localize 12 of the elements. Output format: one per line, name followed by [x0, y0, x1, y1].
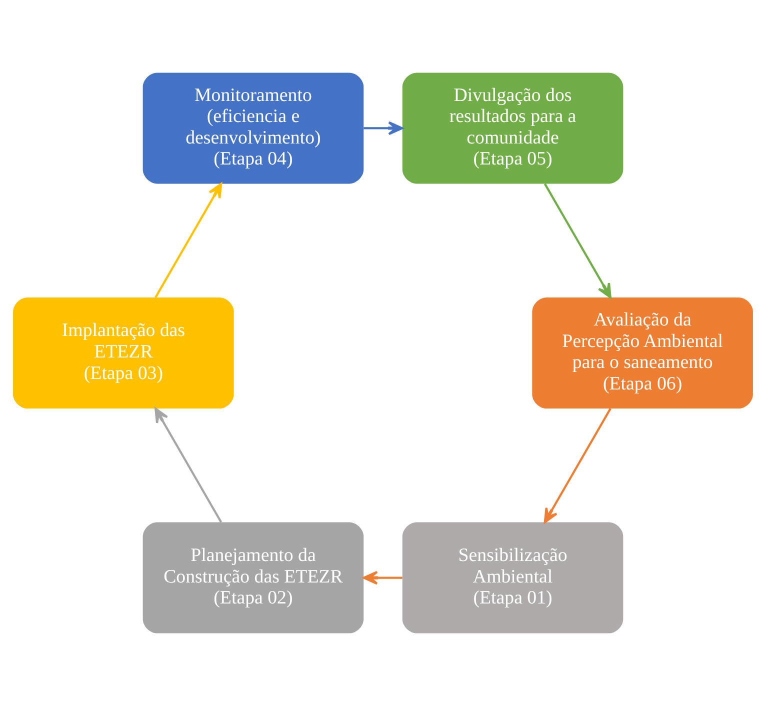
node-box: Divulgação dos resultados para a comunidade (Etapa 05) — [402, 72, 624, 184]
node-box: Sensibilização Ambiental (Etapa 01) — [402, 522, 624, 634]
arrow — [544, 183, 612, 298]
arrow — [154, 182, 222, 298]
node-box: Implantação das ETEZR (Etapa 03) — [13, 298, 234, 408]
arrow — [362, 570, 402, 585]
arrow — [544, 408, 612, 524]
node-box: Monitoramento (eficiencia e desenvolvimento) (Etapa 04) — [142, 72, 364, 184]
node-box: Planejamento da Construção das ETEZR (Etapa 02) — [142, 522, 364, 634]
arrow — [154, 408, 222, 523]
node-box: Avaliação da Percepção Ambiental para o saneamento (Etapa 06) — [532, 298, 753, 408]
arrow — [364, 121, 404, 136]
